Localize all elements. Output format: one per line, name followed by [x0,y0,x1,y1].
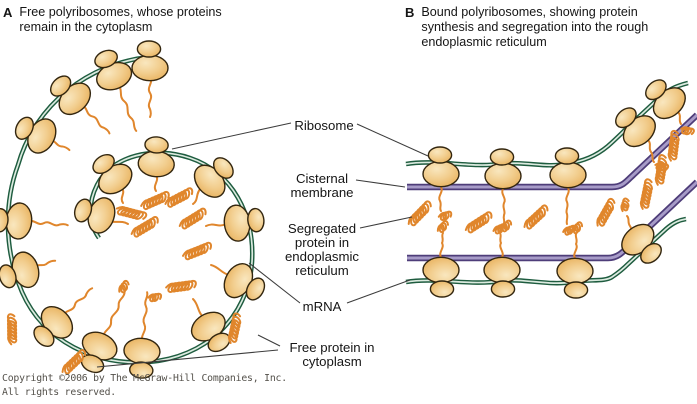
label-ribosome: Ribosome [294,118,354,134]
panel-a-letter: A [3,5,13,20]
ribosome [136,135,177,179]
ribosome [131,40,169,82]
panel-b-header: B Bound polyribosomes, showing protein s… [405,5,685,50]
segregated-protein-coil [492,221,507,236]
leader-lines [96,122,429,368]
nascent-protein [26,219,69,228]
nascent-protein [79,103,112,136]
panel-b-bound-polyribosome [404,70,697,299]
segregated-protein-coil [521,204,551,231]
nascent-protein [439,232,444,258]
segregated-protein-coil [588,196,623,229]
ribosome [615,217,670,273]
mrna-spiral-strand-core [7,56,254,364]
nascent-protein [205,223,227,227]
nascent-protein [101,291,127,340]
nascent-protein [647,139,655,163]
panel-b-caption: Bound polyribosomes, showing protein syn… [421,5,649,49]
rights-line: All rights reserved. [2,386,116,398]
leader-segregated-protein [359,216,413,229]
folded-protein-coil [181,236,213,266]
nascent-protein-coil [115,279,132,295]
copyright-line: Copyright ©2006 by The McGraw-Hill Compa… [2,373,287,384]
segregated-protein-coil [569,220,585,235]
ribosome [0,199,34,241]
nascent-protein [192,187,202,205]
nascent-protein [61,286,94,318]
ribosome [217,258,272,311]
free-protein-coil [0,312,29,347]
folded-protein-coil [178,206,207,231]
segregated-protein-coil [404,199,435,228]
nascent-protein [501,188,506,224]
nascent-protein [499,232,504,258]
label-segregated-protein: Segregated protein in endoplasmic reticu… [284,221,360,278]
ribosome [86,43,137,96]
panel-b-letter: B [405,5,415,20]
nascent-protein [115,83,139,133]
mrna-strand-bottom-core [405,218,687,284]
leader-ribosome-left [171,122,292,150]
label-mrna: mRNA [302,299,342,315]
folded-protein-coil [164,269,199,303]
nascent-protein [573,233,578,259]
ribosome [8,106,62,159]
leader-free-protein-a [257,334,281,347]
nascent-protein-coil [146,289,164,306]
nascent-protein [147,76,153,118]
leader-mrna-right [346,279,411,304]
segregated-protein-coil [464,210,493,235]
segregated-protein-coil [435,219,451,234]
panel-a-free-polyribosome [0,40,272,381]
leader-free-protein-b [96,349,279,368]
leader-ribosome-right [356,123,429,157]
ribosome [549,147,587,189]
ribosome [484,148,522,190]
ribosome [483,256,521,298]
copyright-notice: Copyright ©2006 by The McGraw-Hill Compa… [2,372,287,399]
label-free-protein: Free protein in cytoplasm [289,340,375,369]
ribosome [221,201,267,244]
nascent-protein [438,186,443,212]
segregated-protein-coil [616,196,634,214]
nascent-protein [565,187,570,225]
ribosome [556,257,594,299]
nascent-protein [677,111,682,125]
nascent-protein [210,264,230,276]
panel-a-caption: Free polyribosomes, whose proteins remai… [19,5,222,34]
nascent-protein [140,291,150,344]
cisternal-membrane-top-core [407,113,697,189]
leader-cisternal-membrane [355,179,406,188]
nascent-protein [192,298,204,318]
leader-mrna-left [248,262,301,304]
ribosome [422,146,460,188]
panel-a-header: A Free polyribosomes, whose proteins rem… [3,5,263,35]
label-cisternal-membrane: Cisternal membrane [290,171,354,200]
ribosome [422,256,460,298]
